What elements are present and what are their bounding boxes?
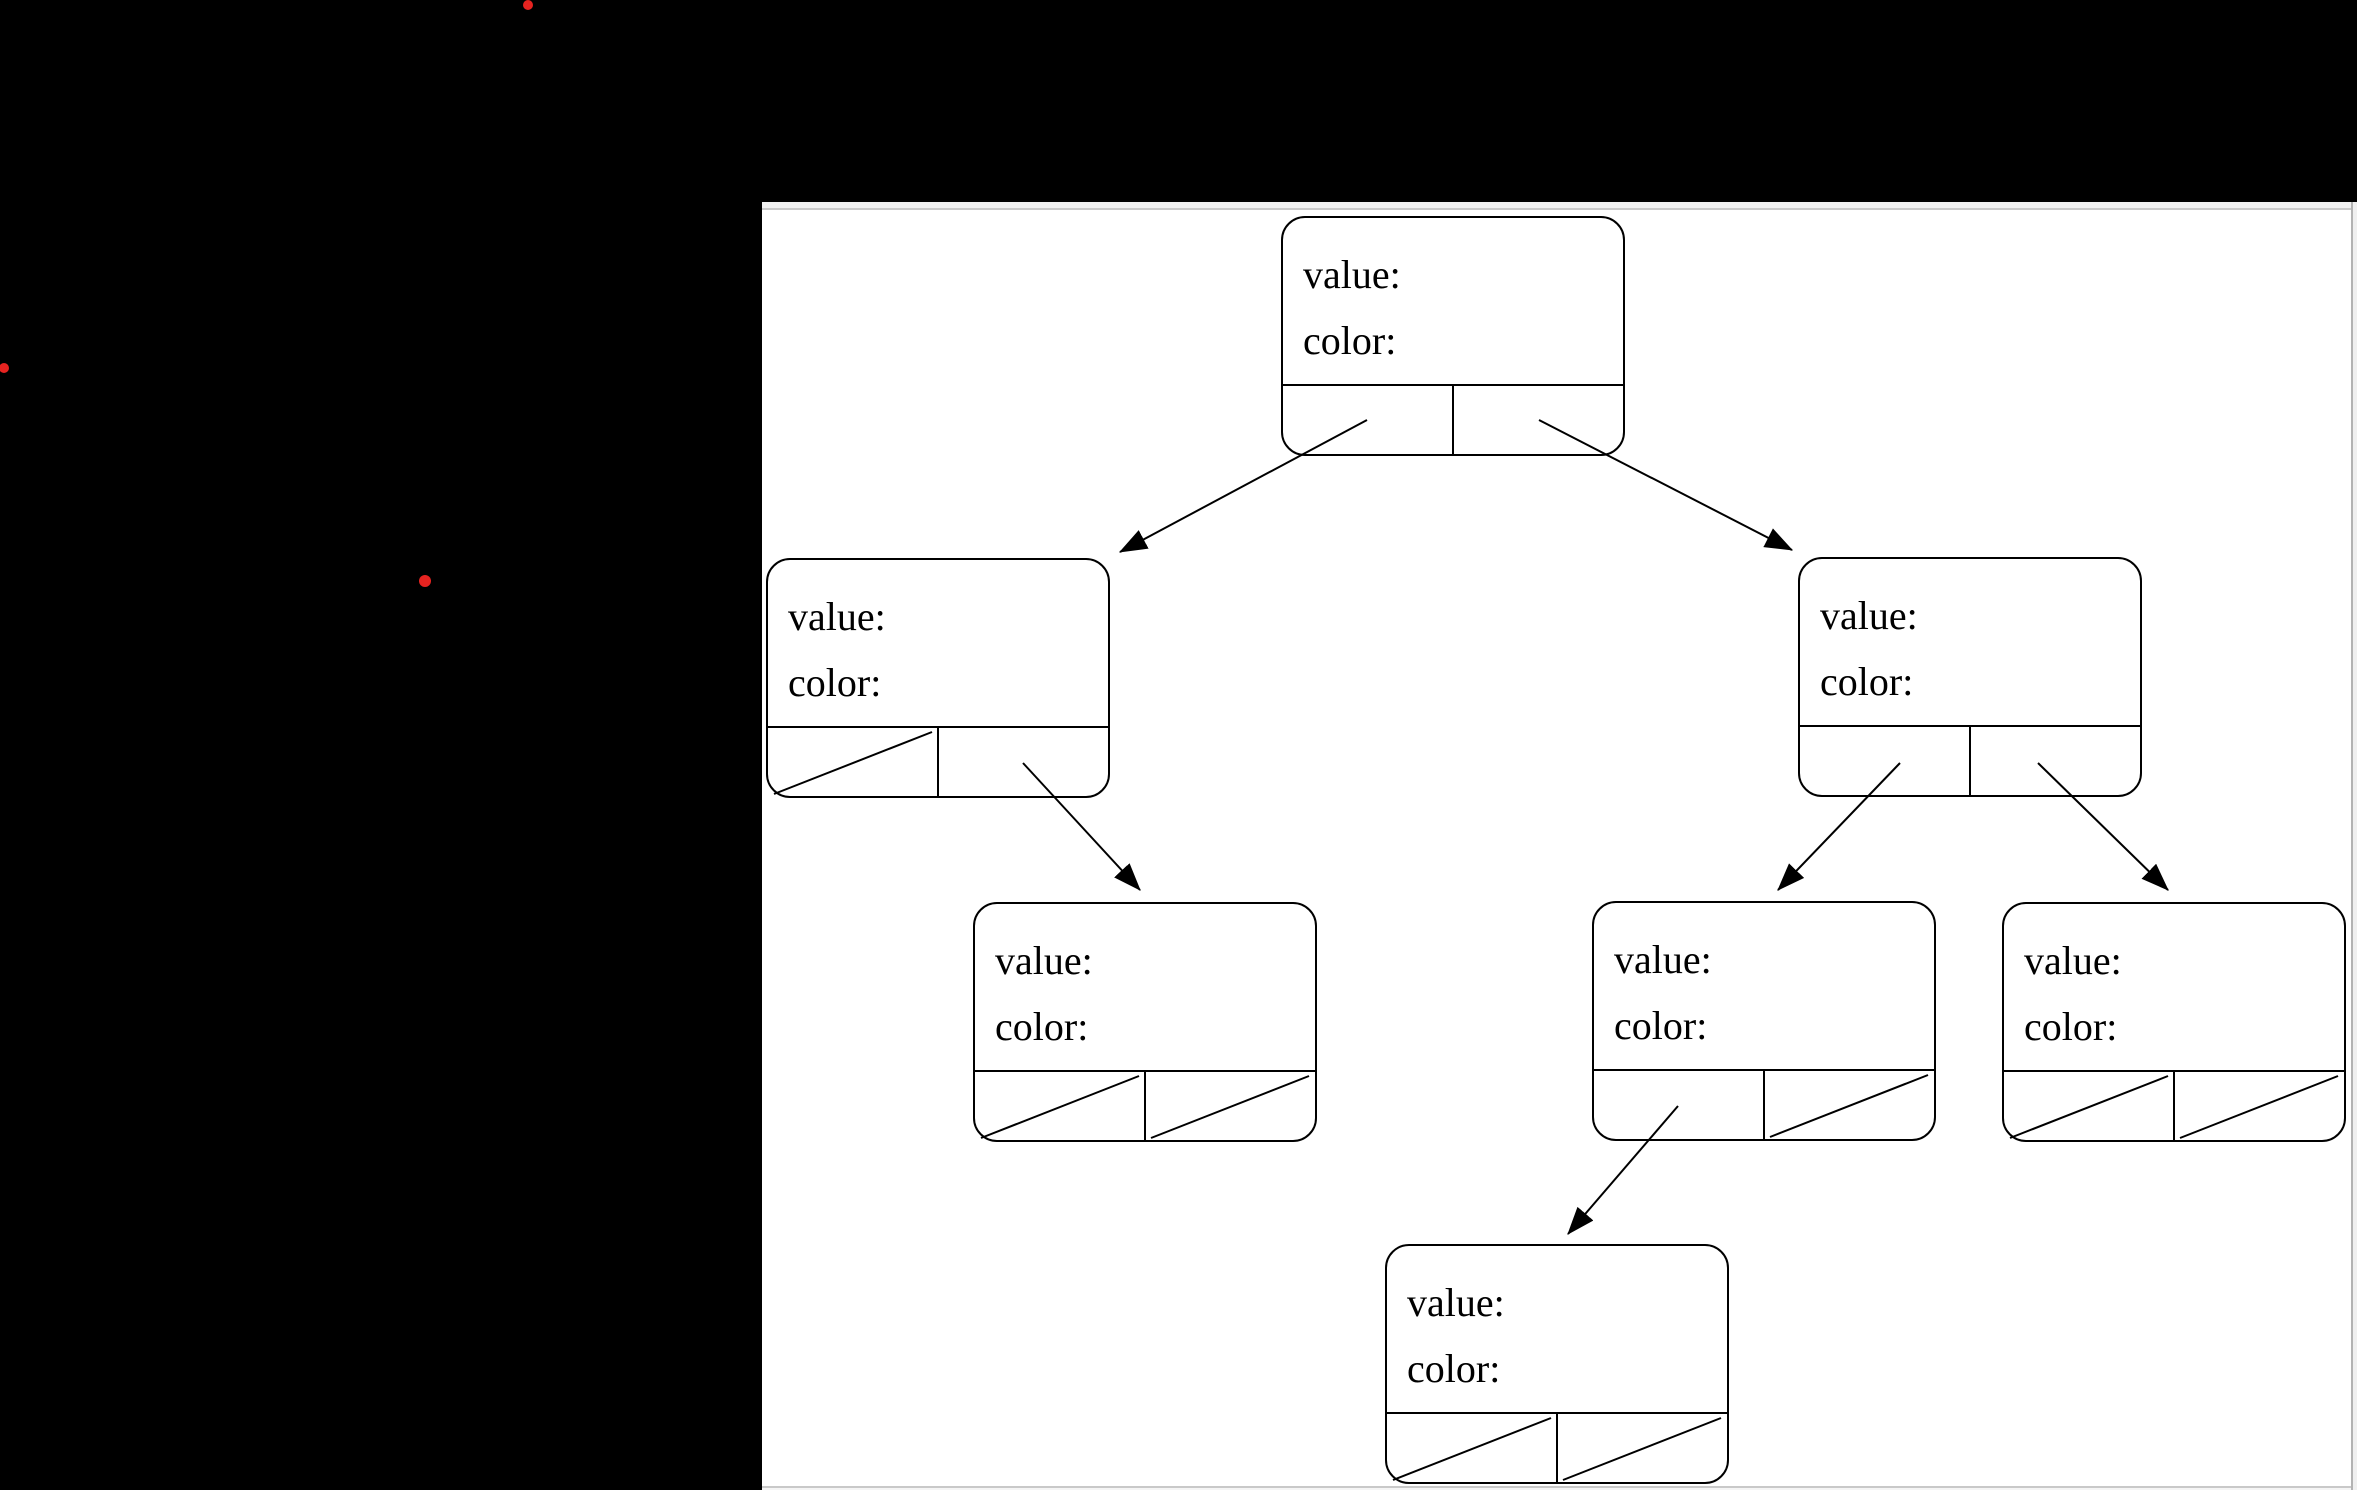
color-field-label: color: <box>1303 318 1397 363</box>
value-field-label: value: <box>788 594 886 639</box>
node-fields: value: color: <box>1800 559 2140 725</box>
node-fields: value: color: <box>975 904 1315 1070</box>
panel-top-border <box>762 208 2357 210</box>
color-field-label: color: <box>995 1004 1089 1049</box>
panel-bottom-border <box>762 1486 2351 1488</box>
red-dot-marker-dot-top <box>523 0 533 10</box>
left-pointer-cell <box>768 728 939 796</box>
left-pointer-cell <box>1387 1414 1558 1482</box>
node-fields: value: color: <box>1387 1246 1727 1412</box>
tree-node-left: value: color: <box>766 558 1110 798</box>
tree-node-right: value: color: <box>1798 557 2142 797</box>
left-pointer-cell <box>975 1072 1146 1140</box>
panel-top-strip <box>762 202 2357 208</box>
value-field-label: value: <box>1614 937 1712 982</box>
node-fields: value: color: <box>1283 218 1623 384</box>
pointer-cells <box>768 726 1108 796</box>
right-pointer-cell <box>1454 386 1623 454</box>
value-field-label: value: <box>995 938 1093 983</box>
left-pointer-cell <box>1283 386 1454 454</box>
color-field-label: color: <box>1407 1346 1501 1391</box>
panel-right-strip <box>2353 202 2357 1490</box>
pointer-cells <box>975 1070 1315 1140</box>
panel-bottom-strip <box>762 1488 2351 1490</box>
tree-node-right-right: value: color: <box>2002 902 2346 1142</box>
tree-node-left-right: value: color: <box>973 902 1317 1142</box>
pointer-cells <box>2004 1070 2344 1140</box>
tree-node-root: value: color: <box>1281 216 1625 456</box>
pointer-cells <box>1387 1412 1727 1482</box>
value-field-label: value: <box>1407 1280 1505 1325</box>
right-pointer-cell <box>1146 1072 1315 1140</box>
right-pointer-cell <box>1765 1071 1934 1139</box>
node-fields: value: color: <box>2004 904 2344 1070</box>
pointer-cells <box>1594 1069 1934 1139</box>
node-fields: value: color: <box>768 560 1108 726</box>
pointer-cells <box>1800 725 2140 795</box>
color-field-label: color: <box>788 660 882 705</box>
color-field-label: color: <box>2024 1004 2118 1049</box>
value-field-label: value: <box>2024 938 2122 983</box>
tree-node-right-left: value: color: <box>1592 901 1936 1141</box>
right-pointer-cell <box>939 728 1108 796</box>
right-pointer-cell <box>1558 1414 1727 1482</box>
panel-right-border <box>2351 202 2353 1490</box>
value-field-label: value: <box>1820 593 1918 638</box>
right-pointer-cell <box>1971 727 2140 795</box>
color-field-label: color: <box>1614 1003 1708 1048</box>
node-fields: value: color: <box>1594 903 1934 1069</box>
left-pointer-cell <box>2004 1072 2175 1140</box>
left-pointer-cell <box>1800 727 1971 795</box>
right-pointer-cell <box>2175 1072 2344 1140</box>
value-field-label: value: <box>1303 252 1401 297</box>
color-field-label: color: <box>1820 659 1914 704</box>
tree-node-right-left-left: value: color: <box>1385 1244 1729 1484</box>
pointer-cells <box>1283 384 1623 454</box>
red-dot-marker-dot-left <box>0 363 9 373</box>
left-pointer-cell <box>1594 1071 1765 1139</box>
red-dot-marker-dot-middle <box>419 575 431 587</box>
